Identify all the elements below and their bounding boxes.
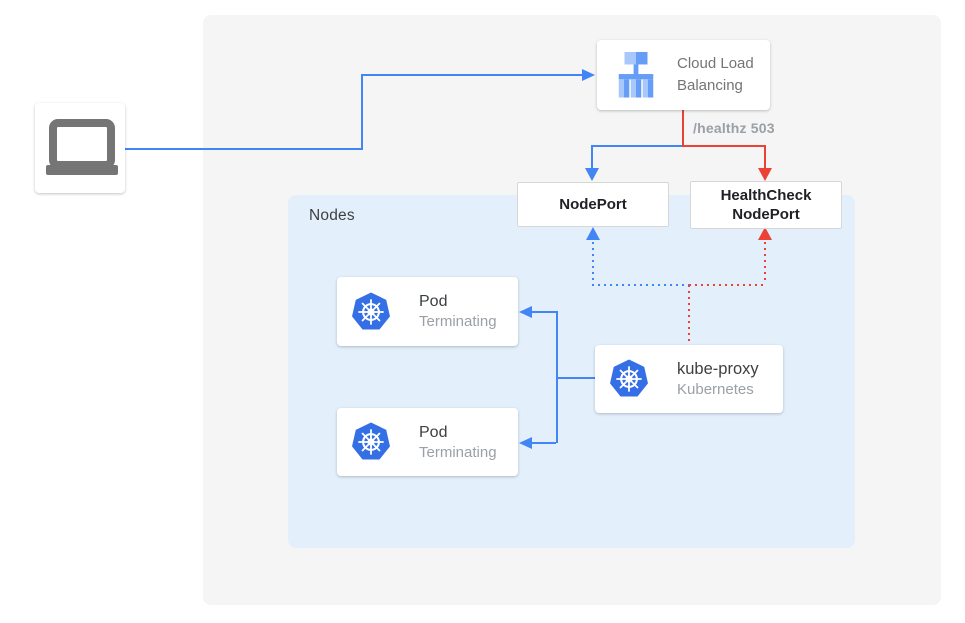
- load-balancer-icon: [618, 52, 654, 98]
- edge-client-to-lb-segment: [125, 148, 361, 150]
- pod-card: Pod Terminating: [337, 277, 518, 346]
- arrowhead-into-nodeport-bottom: [586, 227, 600, 240]
- edge-kubeproxy-to-healthcheck-dotted: [689, 284, 765, 286]
- healthz-status-label: /healthz 503: [693, 120, 775, 136]
- edge-kubeproxy-to-pods-segment: [556, 377, 595, 379]
- cloud-load-balancing-card: Cloud Load Balancing: [597, 40, 770, 110]
- edge-kubeproxy-to-pods-segment: [556, 311, 558, 443]
- pod-title: Pod: [419, 293, 448, 310]
- arrowhead-into-nodeport: [585, 168, 599, 181]
- nodeport-box: NodePort: [517, 182, 669, 227]
- edge-lb-down-segment: [682, 110, 684, 146]
- edge-kubeproxy-up-dotted: [688, 285, 690, 344]
- edge-kubeproxy-to-nodeport-dotted: [592, 242, 594, 284]
- healthcheck-label-line1: HealthCheck: [720, 187, 812, 204]
- edge-client-to-lb-segment: [361, 74, 582, 76]
- nodeport-label: NodePort: [559, 196, 627, 213]
- pod-status: Terminating: [419, 443, 497, 461]
- kube-proxy-card: kube-proxy Kubernetes: [595, 345, 783, 413]
- edge-to-pod1-segment: [532, 311, 556, 313]
- pod-card: Pod Terminating: [337, 408, 518, 476]
- laptop-icon: [46, 119, 118, 175]
- edge-kubeproxy-to-healthcheck-dotted: [764, 242, 766, 284]
- arrowhead-into-pod2: [519, 436, 532, 449]
- healthcheck-label-line2: NodePort: [732, 206, 800, 223]
- pod-status: Terminating: [419, 313, 497, 330]
- edge-lb-to-healthcheck-segment: [764, 145, 766, 169]
- edge-client-to-lb-segment: [361, 74, 363, 150]
- edge-kubeproxy-to-nodeport-dotted: [592, 284, 689, 286]
- arrowhead-into-load-balancer: [582, 68, 595, 81]
- edge-lb-to-nodeport-segment: [592, 145, 683, 147]
- arrowhead-into-healthcheck-bottom: [758, 227, 772, 240]
- cloud-load-balancing-label: Cloud Load Balancing: [677, 55, 754, 94]
- pod-title: Pod: [419, 423, 448, 441]
- edge-lb-to-nodeport-segment: [591, 145, 593, 169]
- arrowhead-into-pod1: [519, 305, 532, 318]
- edge-lb-to-healthcheck-segment: [682, 145, 765, 147]
- kubernetes-icon: [352, 292, 390, 330]
- kubernetes-icon: [610, 359, 648, 397]
- arrowhead-into-healthcheck-nodeport: [758, 168, 772, 181]
- edge-to-pod2-segment: [532, 442, 556, 444]
- kube-proxy-subtitle: Kubernetes: [677, 380, 754, 398]
- kube-proxy-title: kube-proxy: [677, 359, 759, 378]
- nodes-group-label: Nodes: [309, 207, 355, 224]
- client-device-card: [35, 103, 125, 193]
- kubernetes-icon: [352, 422, 390, 460]
- healthcheck-nodeport-box: HealthCheck NodePort: [690, 181, 842, 229]
